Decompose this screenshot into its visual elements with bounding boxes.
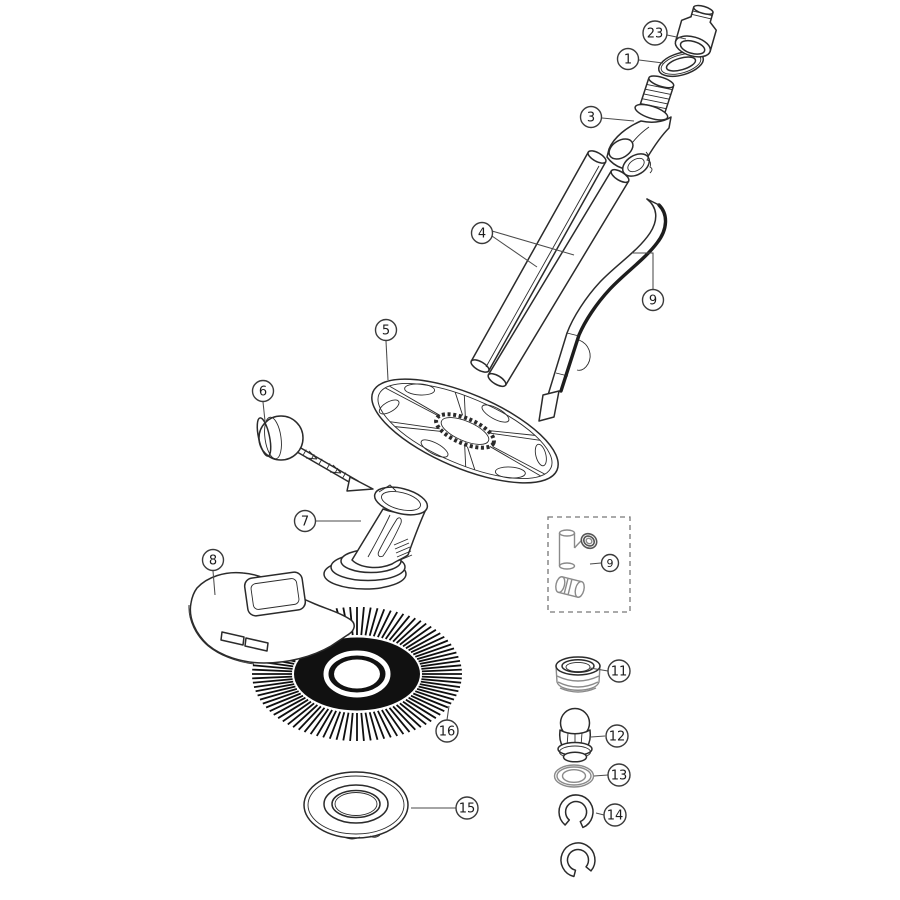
svg-text:11: 11 xyxy=(611,665,628,680)
callout-3: 3 xyxy=(579,105,603,129)
svg-text:4: 4 xyxy=(478,227,486,242)
part-outer-tubes xyxy=(470,150,630,388)
svg-text:1: 1 xyxy=(624,53,632,68)
svg-text:5: 5 xyxy=(382,324,390,339)
part-sweep-hose xyxy=(538,198,668,422)
part-deflector-wheel xyxy=(371,378,559,484)
callout-9-hose: 9 xyxy=(641,288,665,312)
leader-lines xyxy=(212,34,687,816)
part-float-arrow xyxy=(256,415,374,492)
svg-text:7: 7 xyxy=(301,515,309,530)
part-footpad xyxy=(188,571,355,665)
callout-1: 1 xyxy=(616,47,640,71)
kit-elbow xyxy=(558,529,598,570)
callout-12: 12 xyxy=(605,724,629,748)
part-swivel-elbow xyxy=(606,75,675,177)
svg-text:23: 23 xyxy=(647,27,664,42)
part-hose-connector xyxy=(674,4,717,58)
callout-5: 5 xyxy=(374,318,398,342)
callout-6: 6 xyxy=(251,379,275,403)
svg-text:9: 9 xyxy=(607,557,614,570)
svg-text:12: 12 xyxy=(609,730,626,745)
svg-text:8: 8 xyxy=(209,554,217,569)
part-seal-ring xyxy=(303,771,409,840)
callout-14: 14 xyxy=(603,803,627,827)
callout-7: 7 xyxy=(293,509,317,533)
callout-8: 8 xyxy=(201,548,225,572)
part-finned-disc xyxy=(252,607,462,741)
callout-13: 13 xyxy=(607,763,631,787)
callout-15: 15 xyxy=(455,796,479,820)
disc-fins xyxy=(252,607,462,741)
svg-text:14: 14 xyxy=(607,809,624,824)
part-poppet-valve xyxy=(557,707,593,763)
kit-cylinder xyxy=(555,576,585,598)
svg-text:6: 6 xyxy=(259,385,267,400)
callout-16: 16 xyxy=(435,719,459,743)
part-c-clip xyxy=(558,794,594,829)
wheel-rim-cutouts xyxy=(378,383,547,479)
svg-text:3: 3 xyxy=(587,111,595,126)
svg-text:16: 16 xyxy=(439,725,456,740)
part-adapter-bushing xyxy=(555,656,601,693)
svg-text:13: 13 xyxy=(611,769,628,784)
part-o-ring xyxy=(657,50,705,78)
part-service-kit-box xyxy=(547,516,631,613)
callout-9-kit: 9 xyxy=(600,553,620,573)
part-washer xyxy=(553,764,595,788)
callout-11: 11 xyxy=(607,659,631,683)
wheel-spokes xyxy=(384,385,546,477)
callout-23: 23 xyxy=(642,20,668,46)
callout-4: 4 xyxy=(470,221,494,245)
part-vacuum-body xyxy=(323,484,429,590)
part-c-clip-2 xyxy=(560,842,596,878)
svg-text:15: 15 xyxy=(459,802,476,817)
svg-text:9: 9 xyxy=(649,294,657,309)
